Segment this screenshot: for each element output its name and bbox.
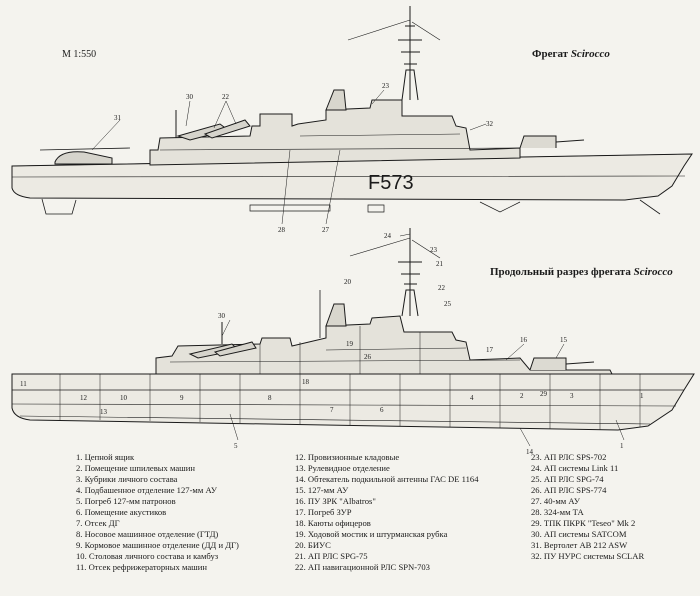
legend-item: 6. Помещение акустиков bbox=[76, 507, 167, 518]
callout-label: 30 bbox=[218, 312, 226, 320]
callout-label: 27 bbox=[322, 226, 330, 234]
callout-label: 19 bbox=[346, 340, 354, 348]
legend-item: 17. Погреб ЗУР bbox=[295, 507, 352, 518]
ship-cutaway bbox=[11, 228, 695, 447]
legend-item: 5. Погреб 127-мм патронов bbox=[76, 496, 176, 507]
callout-label: 24 bbox=[384, 232, 392, 240]
hull-number: F573 bbox=[368, 172, 414, 194]
callout-label: 28 bbox=[278, 226, 286, 234]
callout-label: 15 bbox=[560, 336, 568, 344]
legend-item: 22. АП навигационной РЛС SPN-703 bbox=[295, 562, 430, 573]
callout-label: 25 bbox=[444, 300, 452, 308]
callout-label: 1 bbox=[640, 392, 644, 400]
legend-item: 27. 40-мм АУ bbox=[531, 496, 580, 507]
callout-label: 3 bbox=[570, 392, 574, 400]
callout-label: 1 bbox=[620, 442, 624, 450]
callout-label: 22 bbox=[438, 284, 446, 292]
callout-label: 14 bbox=[526, 448, 534, 456]
legend-item: 14. Обтекатель подкильной антенны ГАС DE… bbox=[295, 474, 479, 485]
callout-label: 22 bbox=[222, 93, 230, 101]
legend-column-2: 12. Провизионные кладовые 13. Рулевидное… bbox=[295, 452, 479, 574]
callout-label: 13 bbox=[100, 408, 108, 416]
legend-item: 1. Цепной ящик bbox=[76, 452, 135, 462]
legend-item: 10. Столовая личного состава и камбуз bbox=[76, 551, 219, 562]
legend-item: 20. БИУС bbox=[295, 540, 331, 551]
callout-label: 7 bbox=[330, 406, 334, 414]
callout-label: 8 bbox=[268, 394, 272, 402]
legend-item: 4. Подбашенное отделение 127-мм АУ bbox=[76, 485, 217, 496]
callout-label: 10 bbox=[120, 394, 128, 402]
legend-item: 24. АП системы Link 11 bbox=[531, 463, 619, 474]
callout-label: 23 bbox=[430, 246, 438, 254]
legend-item: 32. ПУ НУРС системы SCLAR bbox=[531, 551, 645, 562]
callout-label: 32 bbox=[486, 120, 494, 128]
callout-label: 20 bbox=[344, 278, 352, 286]
callout-label: 6 bbox=[380, 406, 384, 414]
legend-item: 28. 324-мм ТА bbox=[531, 507, 584, 518]
legend-column-1: 1. Цепной ящик 2. Помещение шпилевых маш… bbox=[76, 452, 239, 574]
scale-label: М 1:550 bbox=[62, 49, 97, 60]
callout-label: 12 bbox=[80, 394, 88, 402]
legend-item: 13. Рулевидное отделение bbox=[295, 463, 390, 474]
ship-profile: F573 bbox=[11, 6, 693, 225]
callout-label: 2 bbox=[520, 392, 524, 400]
callout-label: 9 bbox=[180, 394, 184, 402]
callout-label: 29 bbox=[540, 390, 548, 398]
legend-item: 12. Провизионные кладовые bbox=[295, 452, 400, 462]
legend-item: 31. Вертолет AB 212 ASW bbox=[531, 540, 628, 551]
legend-item: 15. 127-мм АУ bbox=[295, 485, 349, 496]
legend-item: 25. АП РЛС SPG-74 bbox=[531, 474, 604, 485]
legend-item: 30. АП системы SATCOM bbox=[531, 529, 627, 540]
callout-label: 23 bbox=[382, 82, 390, 90]
legend-column-3: 23. АП РЛС SPS-702 24. АП системы Link 1… bbox=[531, 452, 644, 562]
callout-label: 18 bbox=[302, 378, 310, 386]
callout-label: 31 bbox=[114, 114, 122, 122]
legend-item: 3. Кубрики личного состава bbox=[76, 474, 178, 485]
legend-item: 19. Ходовой мостик и штурманская рубка bbox=[295, 529, 448, 540]
legend-item: 16. ПУ ЗРК "Albatros" bbox=[295, 496, 376, 507]
legend-item: 8. Носовое машинное отделение (ГТД) bbox=[76, 529, 219, 540]
callout-label: 30 bbox=[186, 93, 194, 101]
title-section: Продольный разрез фрегата Scirocco bbox=[490, 266, 673, 278]
callout-label: 17 bbox=[486, 346, 494, 354]
legend-item: 7. Отсек ДГ bbox=[76, 518, 120, 529]
legend-item: 2. Помещение шпилевых машин bbox=[76, 463, 195, 474]
callout-label: 16 bbox=[520, 336, 528, 344]
title-profile: Фрегат Scirocco bbox=[532, 48, 610, 60]
legend-item: 23. АП РЛС SPS-702 bbox=[531, 452, 607, 462]
callout-label: 21 bbox=[436, 260, 444, 268]
legend-item: 18. Каюты офицеров bbox=[295, 518, 371, 529]
callout-label: 11 bbox=[20, 380, 27, 388]
legend-item: 11. Отсек рефрижераторных машин bbox=[76, 562, 207, 573]
legend-item: 29. ТПК ПКРК "Teseo" Mk 2 bbox=[531, 518, 636, 529]
legend-item: 9. Кормовое машинное отделение (ДД и ДГ) bbox=[76, 540, 239, 551]
callout-label: 26 bbox=[364, 353, 372, 361]
legend-item: 26. АП РЛС SPS-774 bbox=[531, 485, 607, 496]
callout-label: 5 bbox=[234, 442, 238, 450]
callout-label: 4 bbox=[470, 394, 474, 402]
legend-item: 21. АП РЛС SPG-75 bbox=[295, 551, 368, 562]
